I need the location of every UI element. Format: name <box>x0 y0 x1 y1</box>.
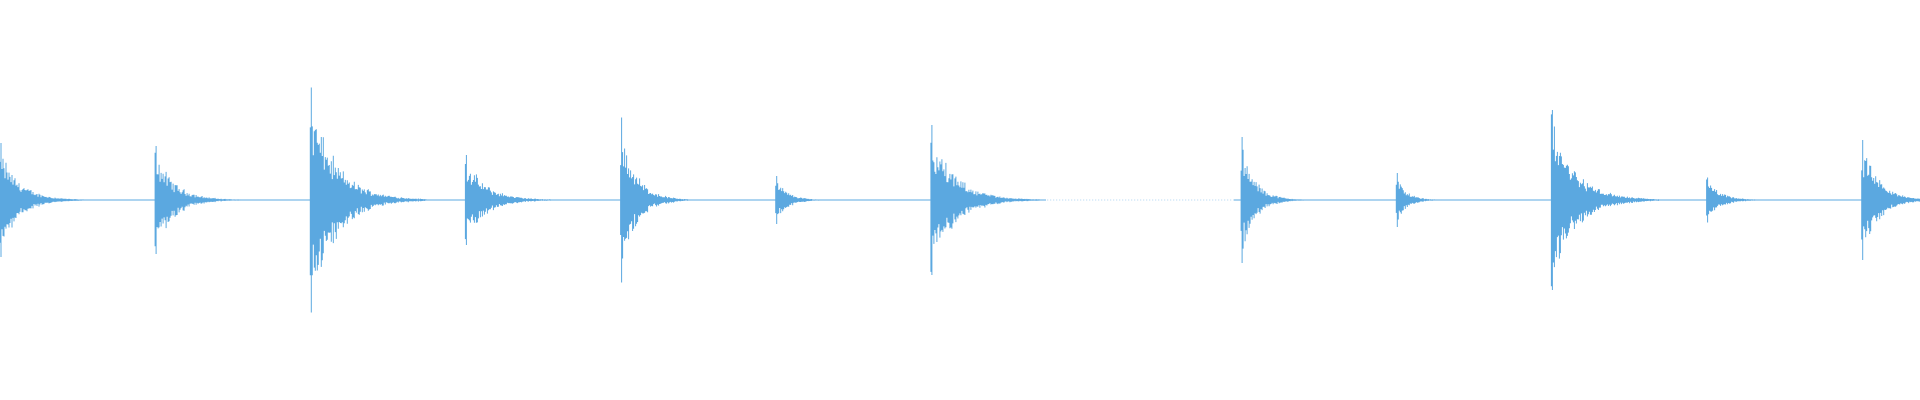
waveform-hit-5 <box>775 176 831 224</box>
waveform-hit-2 <box>309 87 427 313</box>
waveform-hit-1 <box>154 146 241 254</box>
waveform-hit-3 <box>464 155 559 245</box>
waveform-hit-6 <box>930 125 1040 275</box>
waveform-hit-8 <box>1395 173 1443 227</box>
waveform-hit-0 <box>0 143 86 257</box>
waveform-hit-11 <box>1861 140 1920 260</box>
waveform-hit-9 <box>1550 110 1660 290</box>
waveform-hit-10 <box>1706 177 1770 223</box>
waveform-hit-4 <box>620 117 691 283</box>
waveform-hit-7 <box>1240 137 1304 263</box>
waveform-trace <box>0 87 1920 313</box>
